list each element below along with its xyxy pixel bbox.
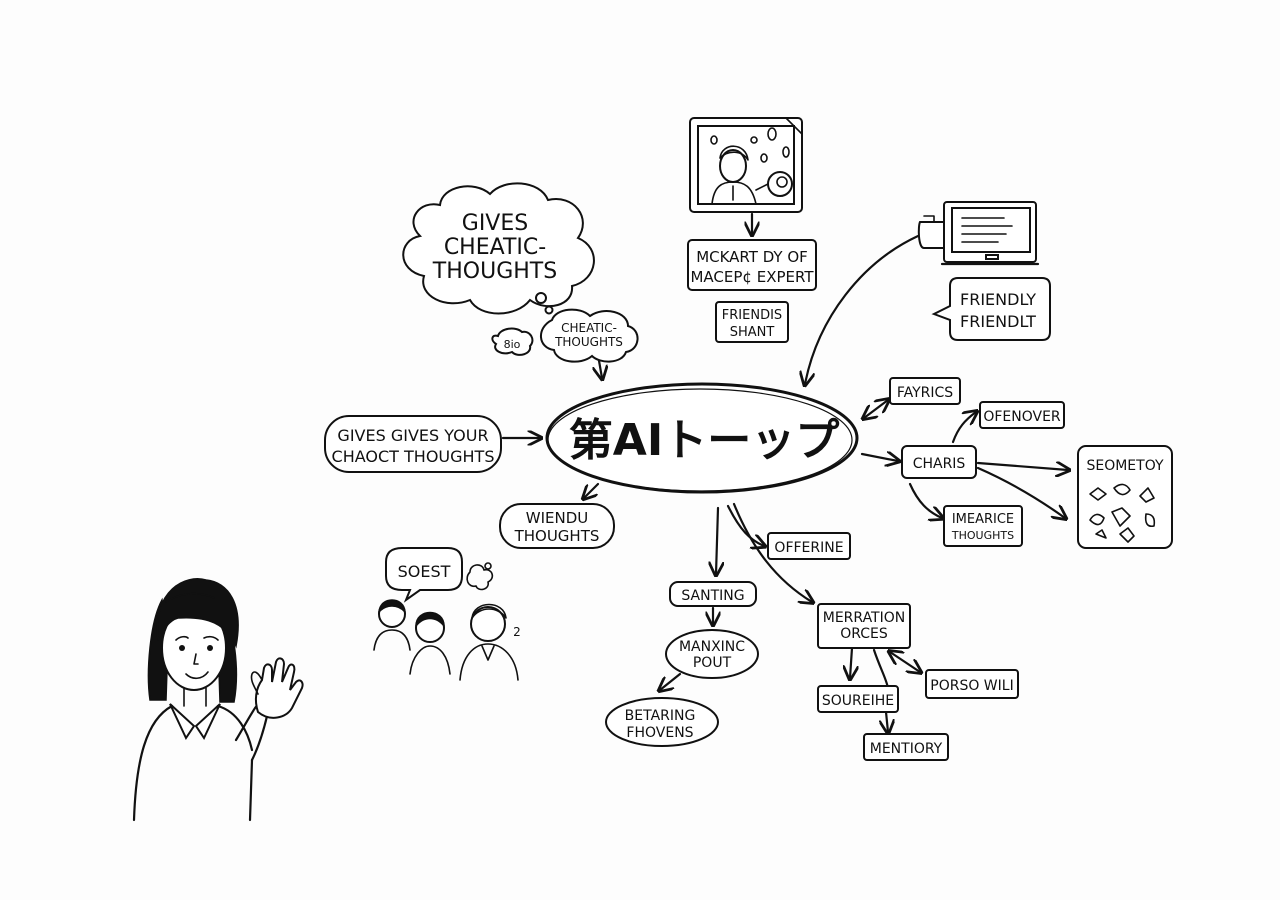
central-node-label: 第AIトーップ [569,415,839,466]
screen-corner [785,117,803,135]
waving-woman-illustration [132,578,304,822]
people-mini-glyph: 2 [513,625,521,639]
manxinc-line-2: POUT [693,655,732,671]
soest-label: SOEST [398,562,451,581]
mentiory-label: MENTIORY [870,741,943,757]
arrow-charis-ofenover [951,412,976,444]
arrow-center-santing [716,506,718,574]
top-expert-box[interactable]: MCKART DY OF MACEP¢ EXPERT [687,239,817,291]
friendly-speech-bubble[interactable]: FRIENDLY FRIENDLT [931,277,1051,341]
arrow-charis-imearice [908,482,942,518]
left-box-line-1: GIVES GIVES YOUR [337,426,488,445]
arrow-soureihe-mentiory [886,710,888,732]
arrow-center-charis [860,454,898,461]
soureihe-label: SOUREIHE [822,693,894,709]
arrow-merration-soureihe [850,646,852,678]
line-merration-down [872,648,890,690]
seometoy-doodles [1089,483,1156,543]
cloud-tail-dot-2 [544,305,554,315]
santing-box[interactable]: SANTING [669,581,757,607]
soest-speech-bubble[interactable]: SOEST [385,547,463,603]
charis-label: CHARIS [913,456,966,472]
friends-box-line-2: SHANT [730,325,775,340]
cloud-main-line-3: THOUGHTS [432,259,557,284]
friends-box[interactable]: FRIENDIS SHANT [715,301,789,343]
arrow-laptop-to-center [805,234,920,384]
imearice-box[interactable]: IMEARICE THOUGHTS [943,505,1023,547]
cloud-tail-dot-1 [535,292,547,304]
imearice-line-1: IMEARICE [952,512,1014,527]
friendly-bubble-line-2: FRIENDLT [960,312,1036,331]
charis-box[interactable]: CHARIS [901,445,977,479]
friendly-bubble-line-1: FRIENDLY [960,290,1036,309]
porso-label: PORSO WILI [930,678,1013,694]
arrow-manxinc-betaring [660,672,682,690]
fayrics-box[interactable]: FAYRICS [889,377,961,405]
laptop-icon [917,201,1040,266]
arrow-charis-seometoy-2 [976,466,1065,518]
fayrics-label: FAYRICS [897,385,953,401]
wiendu-line-1: WIENDU [526,509,588,527]
betaring-line-1: BETARING [625,708,696,724]
porso-box[interactable]: PORSO WILI [925,669,1019,699]
left-thoughts-box[interactable]: GIVES GIVES YOUR CHAOCT THOUGHTS [324,415,502,473]
ofenover-box[interactable]: OFENOVER [979,401,1065,429]
cloud-main-line-2: CHEATIC- [444,235,546,260]
top-box-line-2: MACEP¢ EXPERT [690,268,814,286]
cloud-small-line-2: THOUGHTS [554,335,623,349]
central-node[interactable]: 第AIトーップ [545,382,859,494]
wiendu-line-2: THOUGHTS [514,527,600,545]
screen-frame-icon [689,117,803,213]
arrow-merration-porso [890,652,920,672]
betaring-node[interactable]: BETARING FHOVENS [605,697,719,747]
seometoy-label: SEOMETOY [1086,458,1163,474]
merration-line-1: MERRATION [823,610,905,626]
soureihe-box[interactable]: SOUREIHE [817,685,899,713]
tiny-bubble-label: 8іо [504,338,521,351]
arrow-center-wiendu [584,482,600,498]
seometoy-card[interactable]: SEOMETOY [1077,445,1173,549]
small-puff-icon [466,562,494,591]
wiendu-box[interactable]: WIENDU THOUGHTS [499,503,615,549]
mentiory-box[interactable]: MENTIORY [863,733,949,761]
cloud-small-line-1: CHEATIC- [561,321,617,335]
imearice-line-2: THOUGHTS [951,529,1014,542]
merration-box[interactable]: MERRATION ORCES [817,603,911,649]
manxinc-line-1: MANXINC [679,639,745,655]
connectors [501,212,1068,732]
left-box-line-2: CHAOCT THOUGHTS [332,447,495,466]
merration-line-2: ORCES [840,626,888,642]
arrow-charis-seometoy-1 [976,463,1068,470]
manxinc-node[interactable]: MANXINC POUT [665,629,759,679]
offerine-label: OFFERINE [774,540,843,556]
thought-cloud-small: CHEATIC- THOUGHTS [540,308,639,363]
top-box-line-1: MCKART DY OF [696,248,808,266]
arrow-center-offerine [726,504,764,546]
betaring-line-2: FHOVENS [626,725,693,741]
tiny-thought-bubble: 8іо [491,327,534,356]
offerine-box[interactable]: OFFERINE [767,532,851,560]
arrow-center-fayrics [864,400,888,418]
friends-box-line-1: FRIENDIS [722,308,782,323]
arrow-center-merration [732,502,812,602]
ofenover-label: OFENOVER [983,409,1061,425]
cloud-main-line-1: GIVES [462,211,528,236]
thought-cloud-main: GIVES CHEATIC- THOUGHTS [402,182,595,315]
santing-label: SANTING [681,588,744,604]
people-group-illustration: 2 [373,599,521,681]
